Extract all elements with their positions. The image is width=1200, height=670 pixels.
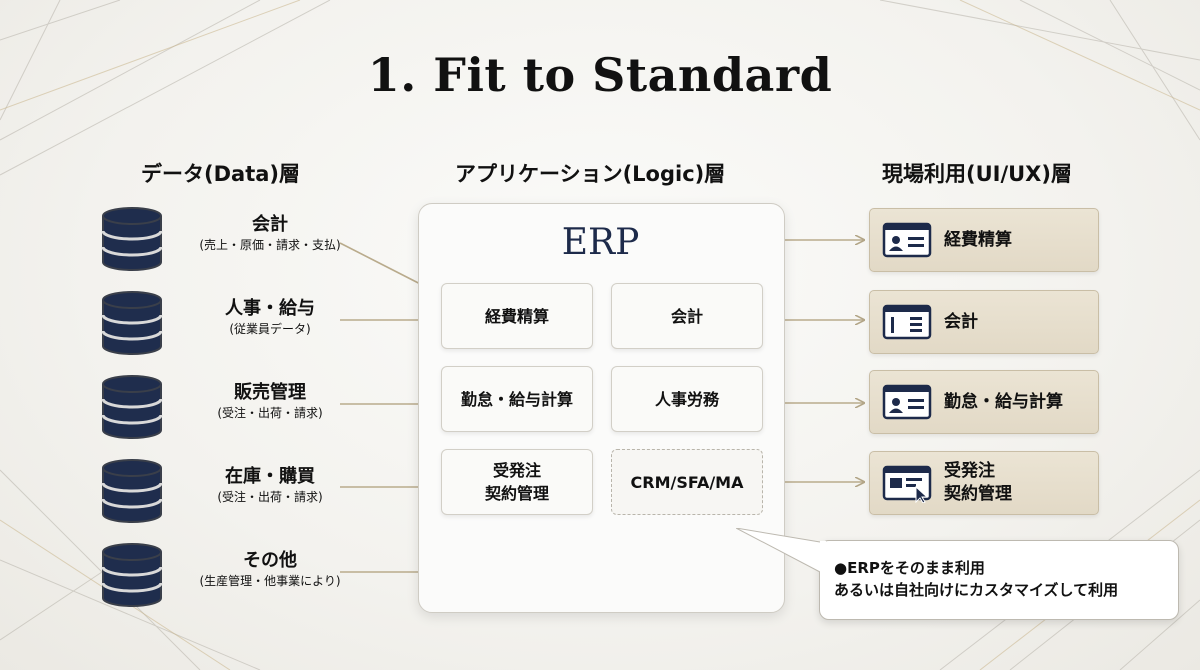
ui-item-label: 会計 — [944, 311, 978, 332]
data-source-label: 販売管理 — [234, 382, 306, 403]
data-source-label: 会計 — [252, 214, 288, 235]
data-source-detail: (受注・出荷・請求) — [217, 406, 323, 420]
data-source-accounting: 会計 (売上・原価・請求・支払) — [100, 206, 370, 272]
data-layer-heading: データ(Data)層 — [141, 162, 301, 186]
data-source-label: その他 — [243, 550, 297, 571]
data-source-hr: 人事・給与 (従業員データ) — [100, 290, 370, 356]
ui-item-label: 経費精算 — [944, 229, 1012, 250]
id-card-icon — [882, 384, 932, 420]
ui-item-label: 受発注 契約管理 — [944, 461, 1012, 504]
id-card-icon — [882, 222, 932, 258]
database-icon — [101, 543, 163, 607]
erp-module-order-contract: 受発注 契約管理 — [441, 449, 593, 515]
callout-tail — [736, 528, 826, 573]
ui-item-attendance-payroll: 勤怠・給与計算 — [869, 370, 1099, 434]
data-source-label: 人事・給与 — [225, 298, 315, 319]
erp-module-hr-labor: 人事労務 — [611, 366, 763, 432]
page-title: 1. Fit to Standard — [367, 48, 833, 102]
data-source-detail: (生産管理・他事業により) — [199, 574, 341, 588]
data-source-other: その他 (生産管理・他事業により) — [100, 542, 370, 608]
database-icon — [101, 291, 163, 355]
callout-line-1: ●ERPをそのまま利用 — [834, 559, 985, 577]
erp-module-attendance-payroll: 勤怠・給与計算 — [441, 366, 593, 432]
data-source-detail: (受注・出荷・請求) — [217, 490, 323, 504]
document-window-icon — [882, 304, 932, 340]
ui-item-label: 勤怠・給与計算 — [944, 391, 1063, 412]
erp-title: ERP — [561, 222, 640, 263]
data-source-inventory: 在庫・購買 (受注・出荷・請求) — [100, 458, 370, 524]
data-source-sales: 販売管理 (受注・出荷・請求) — [100, 374, 370, 440]
ui-item-accounting: 会計 — [869, 290, 1099, 354]
logic-layer-heading: アプリケーション(Logic)層 — [455, 162, 726, 186]
ui-item-order-contract: 受発注 契約管理 — [869, 451, 1099, 515]
data-source-label: 在庫・購買 — [225, 466, 315, 487]
callout-line-2: あるいは自社向けにカスタマイズして利用 — [834, 581, 1119, 599]
browser-cursor-icon — [882, 465, 932, 503]
ui-item-expense: 経費精算 — [869, 208, 1099, 272]
ui-layer-heading: 現場利用(UI/UX)層 — [882, 162, 1072, 186]
erp-module-crm-sfa-ma: CRM/SFA/MA — [611, 449, 763, 515]
database-icon — [101, 375, 163, 439]
callout-note: ●ERPをそのまま利用 あるいは自社向けにカスタマイズして利用 — [819, 540, 1179, 620]
erp-module-expense: 経費精算 — [441, 283, 593, 349]
database-icon — [101, 207, 163, 271]
database-icon — [101, 459, 163, 523]
erp-module-accounting: 会計 — [611, 283, 763, 349]
data-source-detail: (売上・原価・請求・支払) — [199, 238, 341, 252]
data-source-detail: (従業員データ) — [229, 322, 311, 336]
